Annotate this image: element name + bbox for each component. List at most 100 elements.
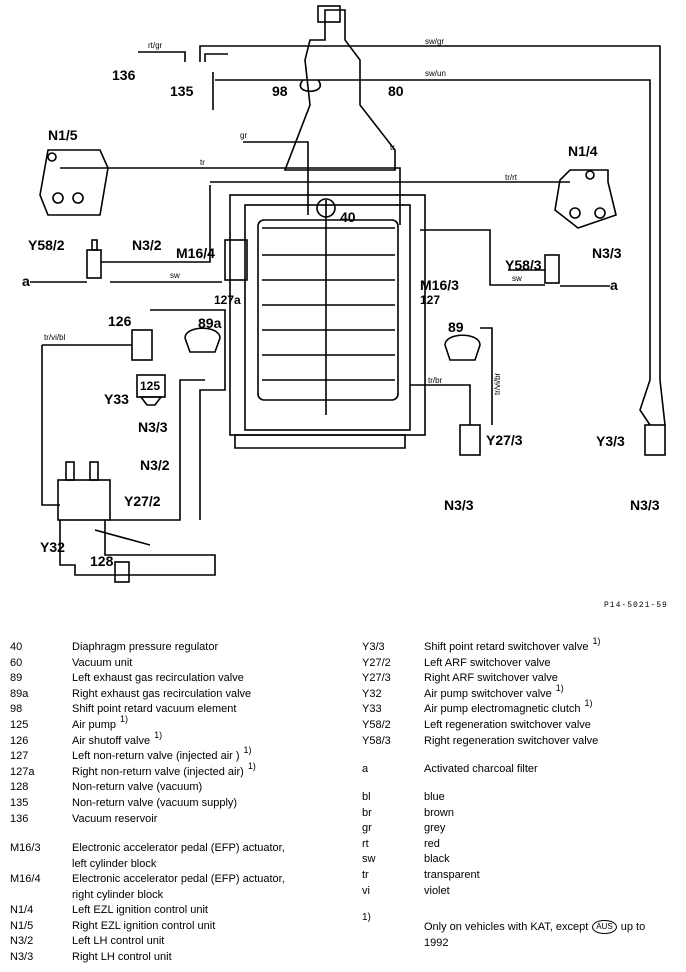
label-127a: 127a — [214, 293, 241, 307]
legend-desc: Electronic accelerator pedal (EFP) actua… — [72, 873, 285, 885]
wire-tr-left: tr — [200, 158, 205, 167]
label-135: 135 — [170, 83, 194, 99]
legend-desc: Right exhaust gas recirculation valve — [72, 687, 252, 700]
legend-row: tr transparent — [362, 868, 682, 884]
legend-desc: Left non-return valve (injected air )1) — [72, 745, 252, 763]
legend-code: a — [362, 763, 369, 775]
legend-code: N1/4 — [10, 904, 34, 916]
legend-code: tr — [362, 868, 369, 881]
label-128: 128 — [90, 553, 114, 569]
label-n3-3-bottom-right: N3/3 — [630, 497, 660, 513]
legend-code: 128 — [10, 781, 29, 794]
footnote-text-after: up to — [620, 921, 646, 933]
footnote-ref: 1) — [120, 713, 129, 724]
label-n1-5: N1/5 — [48, 127, 78, 143]
label-y58-2: Y58/2 — [28, 237, 65, 253]
legend-desc: Activated charcoal filter — [424, 763, 538, 775]
label-y3-3: Y3/3 — [596, 433, 625, 449]
figure-reference: P14-5021-59 — [604, 601, 668, 610]
wire-rt-gr: rt/gr — [148, 41, 163, 50]
label-m16-3: M16/3 — [420, 277, 459, 293]
label-89: 89 — [448, 319, 464, 335]
legend-row: sw black — [362, 852, 682, 868]
legend-code: vi — [362, 884, 370, 897]
legend-desc-line2: left cylinder block — [72, 857, 157, 870]
label-y32: Y32 — [40, 539, 65, 555]
label-126: 126 — [108, 313, 132, 329]
legend-desc: black — [424, 853, 450, 866]
legend-desc: brown — [424, 806, 454, 819]
legend-row: 40 Diaphragm pressure regulator — [10, 640, 350, 656]
legend-desc: Right LH control unit — [72, 950, 172, 963]
legend-desc: Non-return valve (vacuum supply) — [72, 796, 238, 809]
legend-desc: Diaphragm pressure regulator — [72, 641, 219, 653]
legend-desc: Vacuum reservoir — [72, 812, 158, 825]
legend-code: br — [362, 806, 372, 819]
label-40: 40 — [340, 209, 356, 225]
legend-code: Y58/3 — [362, 734, 391, 747]
legend-desc: Left regeneration switchover valve — [424, 718, 591, 731]
footnote-text: Only on vehicles with KAT, except — [424, 921, 589, 933]
legend-desc: transparent — [424, 868, 480, 881]
footnote-ref: 1) — [154, 729, 163, 740]
legend-code: 127a — [10, 765, 35, 778]
wire-sw-un: sw/un — [425, 69, 446, 78]
vacuum-hose-diagram: 136 135 98 80 N1/5 N1/4 Y58/2 N3/2 M16/4… — [22, 5, 666, 583]
legend-desc: red — [424, 837, 440, 850]
label-a-right: a — [610, 277, 618, 293]
legend-row: N3/2 Left LH control unit — [10, 934, 350, 950]
legend-code: 89 — [10, 672, 23, 685]
footnote-ref: 1) — [584, 698, 593, 709]
legend-desc: blue — [424, 791, 445, 803]
aus-badge: AUS — [592, 920, 617, 935]
legend-desc: grey — [424, 822, 446, 835]
legend-row: 89 Left exhaust gas recirculation valve — [10, 671, 350, 687]
legend-desc-line2: right cylinder block — [72, 888, 164, 901]
label-98: 98 — [272, 83, 288, 99]
legend-code: Y27/2 — [362, 656, 391, 669]
legend-code: 98 — [10, 703, 23, 716]
label-n3-2-bottom: N3/2 — [140, 457, 170, 473]
legend-code: 136 — [10, 812, 29, 825]
legend-code: N3/2 — [10, 935, 34, 948]
legend-desc: Left exhaust gas recirculation valve — [72, 672, 244, 685]
legend-code: Y3/3 — [362, 641, 385, 653]
legend-desc: Left LH control unit — [72, 935, 165, 948]
legend-code: 40 — [10, 641, 23, 653]
legend-code: sw — [362, 853, 376, 866]
legend-code: 135 — [10, 796, 29, 809]
legend-code: gr — [362, 822, 372, 835]
legend-code: Y33 — [362, 703, 382, 716]
legend-row: 135 Non-return valve (vacuum supply) — [10, 796, 350, 812]
legend-code: M16/4 — [10, 873, 41, 885]
legend-desc: Right regeneration switchover valve — [424, 734, 599, 747]
legend-row: br brown — [362, 806, 682, 822]
legend-code: 125 — [10, 718, 29, 731]
wire-sw-gr: sw/gr — [425, 37, 444, 46]
legend-desc: Vacuum unit — [72, 656, 133, 669]
wire-gr: gr — [240, 131, 247, 140]
label-y58-3: Y58/3 — [505, 257, 542, 273]
legend-code: 60 — [10, 656, 23, 669]
legend-desc: Electronic accelerator pedal (EFP) actua… — [72, 842, 285, 854]
